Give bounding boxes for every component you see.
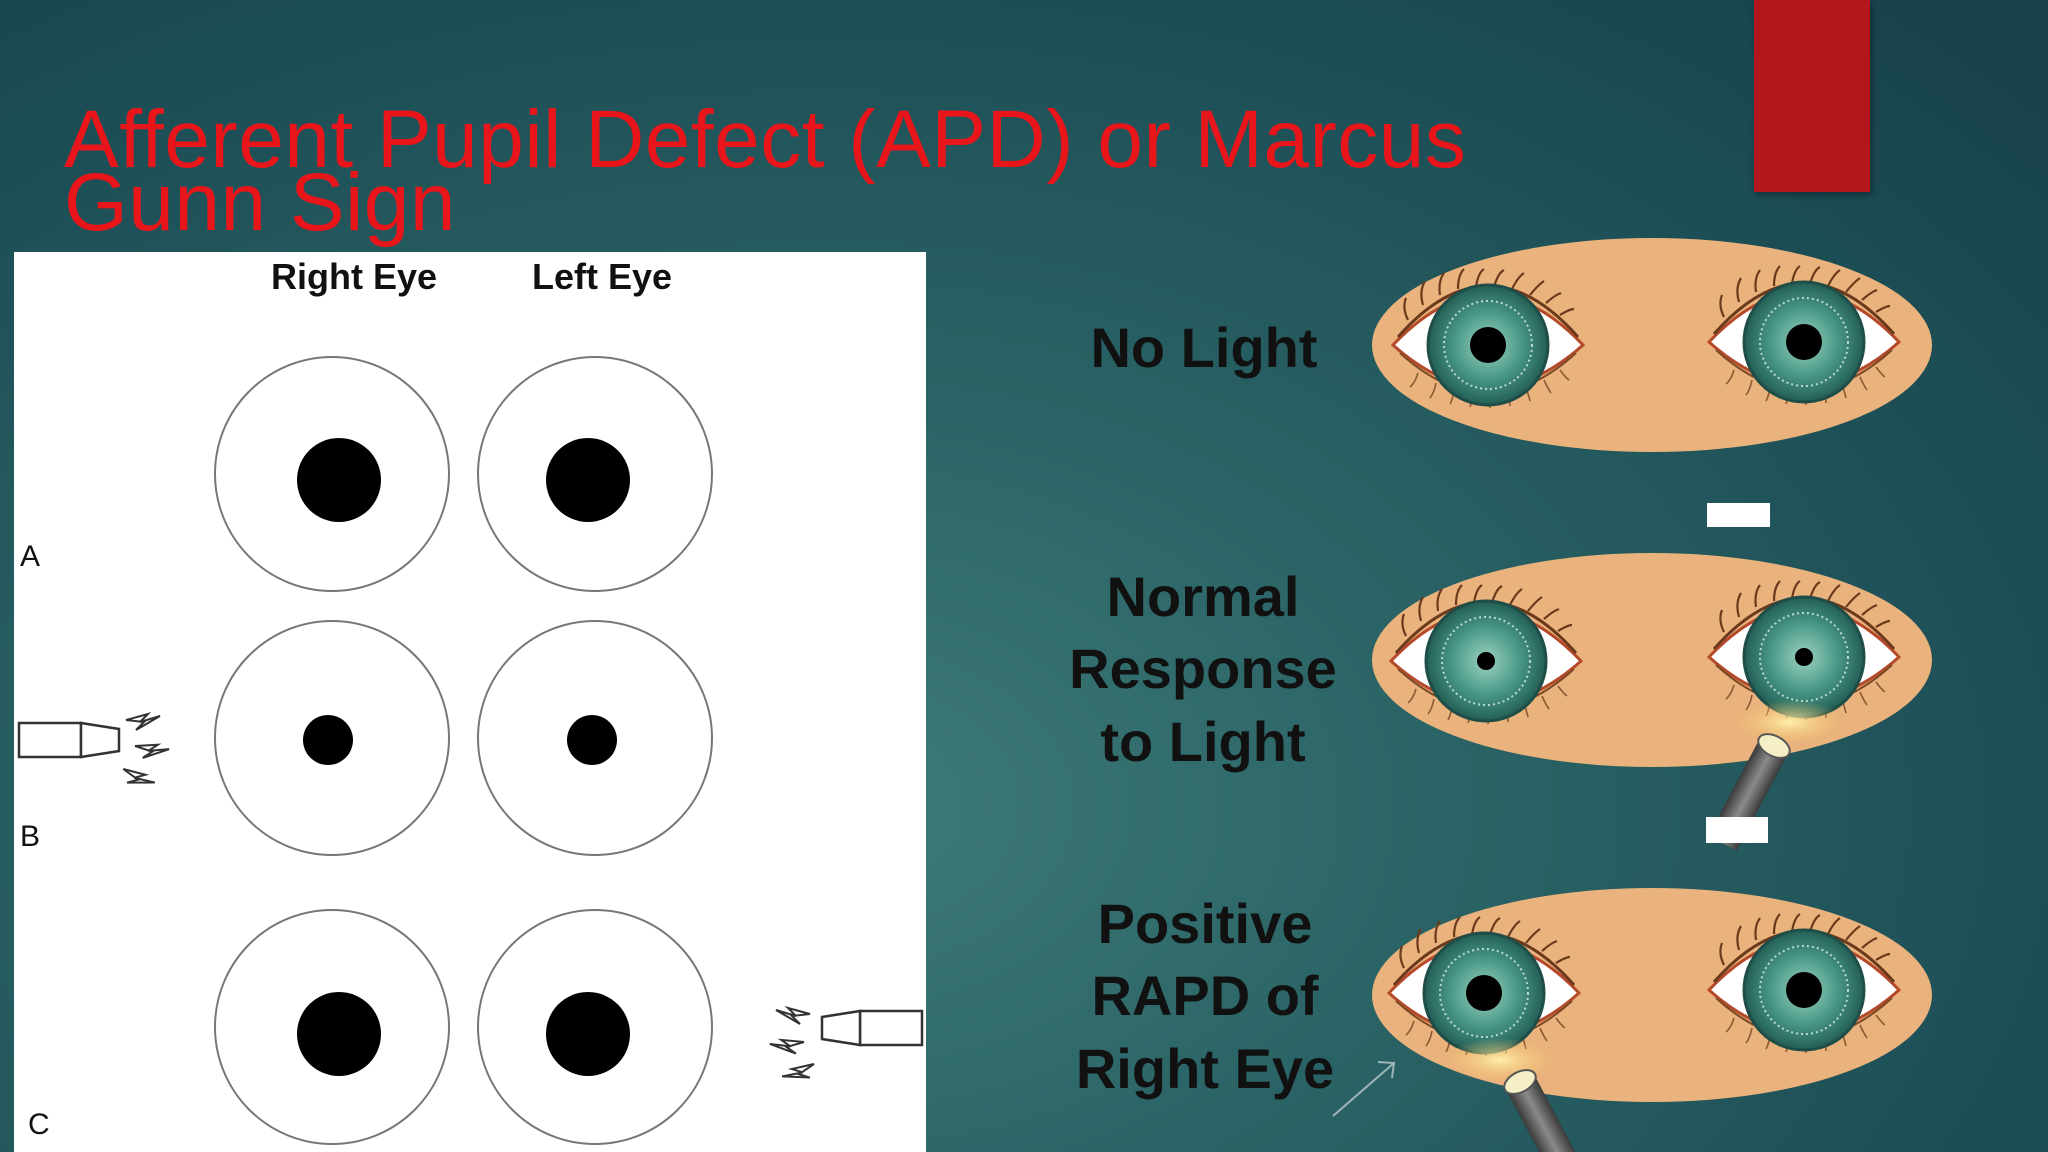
panel-positive-rapd: Positive RAPD of Right Eye <box>1076 888 1932 1152</box>
left-eye-icon <box>1707 912 1901 1055</box>
panel-label-line: to Light <box>1100 710 1305 773</box>
pupil-diagram-panel: Right Eye Left Eye A B <box>14 252 926 1152</box>
row-b: B <box>17 620 713 856</box>
row-label: C <box>28 1108 50 1141</box>
accent-bar <box>1754 0 1870 192</box>
pupil-diagram: Right Eye Left Eye A B <box>17 256 924 1145</box>
row-c: C <box>28 909 924 1145</box>
left-eye-icon <box>1707 264 1901 407</box>
panel-label-line: Right Eye <box>1076 1037 1334 1100</box>
right-pupil <box>297 438 381 522</box>
panel-label-line: RAPD of <box>1091 964 1318 1027</box>
left-pupil <box>546 992 630 1076</box>
panel-normal-response: Normal Response to Light <box>1069 553 1932 853</box>
panel-label-line: Normal <box>1107 565 1300 628</box>
left-pupil <box>567 715 617 765</box>
right-eye-icon <box>1391 267 1585 410</box>
row-a: A <box>20 356 713 592</box>
cursor-arrow-icon <box>1332 1061 1396 1117</box>
right-pupil <box>297 992 381 1076</box>
slide-title: Afferent Pupil Defect (APD) or Marcus Gu… <box>64 94 1624 248</box>
right-pupil <box>303 715 353 765</box>
right-eye-icon <box>1387 915 1581 1058</box>
right-eye-icon <box>1389 583 1583 726</box>
separator-mark <box>1706 817 1768 843</box>
column-header-right-eye: Right Eye <box>271 256 437 297</box>
panel-label-line: Positive <box>1098 892 1313 955</box>
panel-no-light: No Light <box>1090 238 1932 452</box>
panel-label-line: Response <box>1069 637 1337 700</box>
left-pupil <box>546 438 630 522</box>
slide-title-line-1: Afferent Pupil Defect (APD) or Marcus <box>64 94 1467 185</box>
slide-title-line-2: Gunn Sign <box>64 157 456 248</box>
row-label: B <box>20 820 40 853</box>
row-label: A <box>20 540 40 573</box>
panel-label-line: No Light <box>1090 316 1317 379</box>
column-header-left-eye: Left Eye <box>532 256 672 297</box>
left-eye-icon <box>1707 579 1901 722</box>
separator-mark <box>1707 503 1770 527</box>
